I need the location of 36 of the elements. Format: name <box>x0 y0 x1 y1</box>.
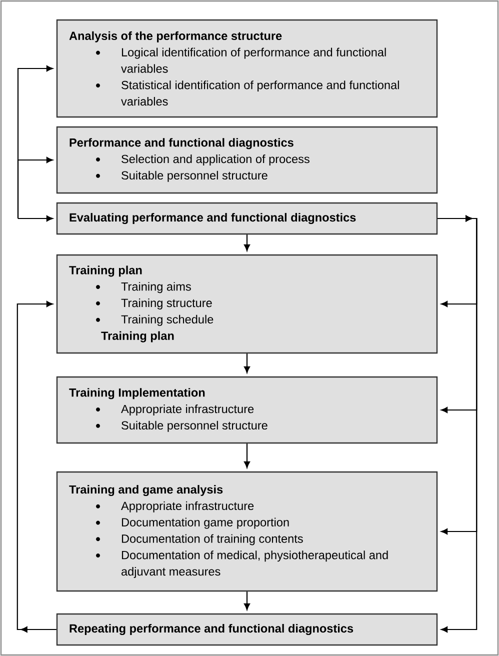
process-box <box>56 376 438 444</box>
bullet-item: Documentation of medical, physiotherapeutical and adjuvant measures <box>122 550 388 578</box>
bullet-item: Training schedule <box>121 314 214 326</box>
bullet-item: Training structure <box>121 298 212 310</box>
process-box <box>56 471 438 592</box>
arrow <box>17 156 53 218</box>
bullet-item: Statistical identification of performance and functional variables <box>121 80 399 106</box>
bullet-item: Appropriate infrastructure <box>121 501 254 512</box>
arrow <box>244 234 250 251</box>
arrow <box>244 592 250 610</box>
bullet-item: Logical identification of performance and functional variables <box>121 48 386 73</box>
process-box <box>56 613 438 646</box>
bullet-item: Documentation game proportion <box>122 518 289 529</box>
process-box <box>56 126 438 194</box>
bullet-item: Selection and application of process <box>122 154 310 166</box>
box-heading: Training plan <box>69 266 142 277</box>
bullet-item: Documentation of training contents <box>122 534 303 546</box>
bullet-item: Suitable personnel structure <box>122 420 268 432</box>
box-heading: Evaluating performance and functional diagnostics <box>70 212 356 224</box>
box-heading: Training plan <box>101 331 174 342</box>
box-heading: Training Implementation <box>69 388 205 400</box>
bullet-item: Appropriate infrastructure <box>121 404 254 416</box>
box-heading: Training and game analysis <box>69 485 223 496</box>
arrow <box>18 215 53 222</box>
process-box <box>56 254 438 354</box>
arrow <box>244 354 250 373</box>
bullet-item: Training aims <box>121 282 191 294</box>
bullet-item: Suitable personnel structure <box>122 170 268 182</box>
box-heading: Analysis of the performance structure <box>69 31 282 42</box>
process-box <box>56 202 438 235</box>
arrow <box>16 300 56 632</box>
box-heading: Performance and functional diagnostics <box>70 138 294 150</box>
box-heading: Repeating performance and functional diagnostics <box>70 624 354 636</box>
arrow <box>244 444 250 468</box>
arrow <box>438 215 478 632</box>
process-box <box>56 19 438 118</box>
